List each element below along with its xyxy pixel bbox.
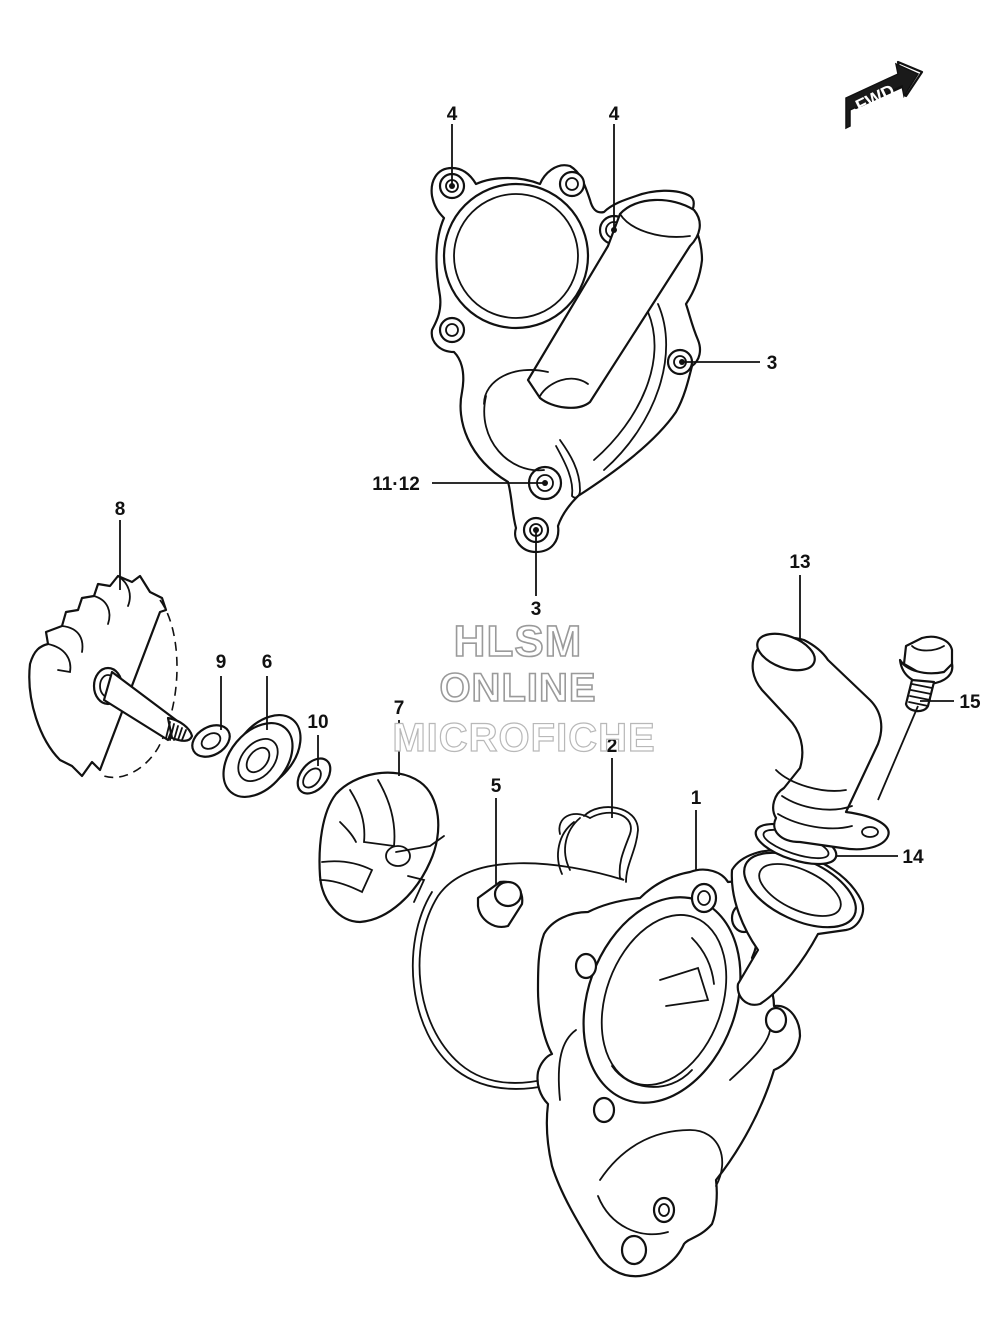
callout-5: 5 <box>491 776 502 797</box>
callout-8: 8 <box>115 499 126 520</box>
watermark-line-2: ONLINE <box>439 666 597 710</box>
seal-ring-part <box>296 757 332 795</box>
callout-labels: 4 4 3 11·12 3 8 9 6 10 7 2 5 1 13 15 14 <box>115 104 981 868</box>
leader-lines <box>119 124 954 884</box>
callout-3-lower: 3 <box>531 599 542 620</box>
flange-bolt-part <box>898 635 954 713</box>
callout-4-left: 4 <box>447 104 458 125</box>
watermark-line-1: HLSM <box>453 617 583 666</box>
callout-15: 15 <box>959 692 981 713</box>
callout-1: 1 <box>691 788 702 809</box>
callout-4-right: 4 <box>609 104 620 125</box>
washer-part <box>191 724 231 758</box>
callout-10: 10 <box>307 712 328 733</box>
pump-housing-part <box>536 849 865 1278</box>
pump-cover-part <box>430 164 704 554</box>
bearing-part <box>222 714 302 798</box>
watermark-line-3: MICROFICHE <box>392 716 656 760</box>
callout-9: 9 <box>216 652 227 673</box>
callout-7: 7 <box>394 698 405 719</box>
fwd-direction-badge: FWD <box>845 60 924 130</box>
inlet-elbow-pipe-part <box>751 632 890 851</box>
impeller-part <box>318 771 445 924</box>
callout-2: 2 <box>607 736 618 757</box>
callout-3-upper: 3 <box>767 353 778 374</box>
callout-11-12: 11·12 <box>372 474 420 495</box>
callout-6: 6 <box>262 652 273 673</box>
callout-14: 14 <box>902 847 924 868</box>
dowel-pin-part <box>476 880 524 928</box>
callout-13: 13 <box>789 552 810 573</box>
